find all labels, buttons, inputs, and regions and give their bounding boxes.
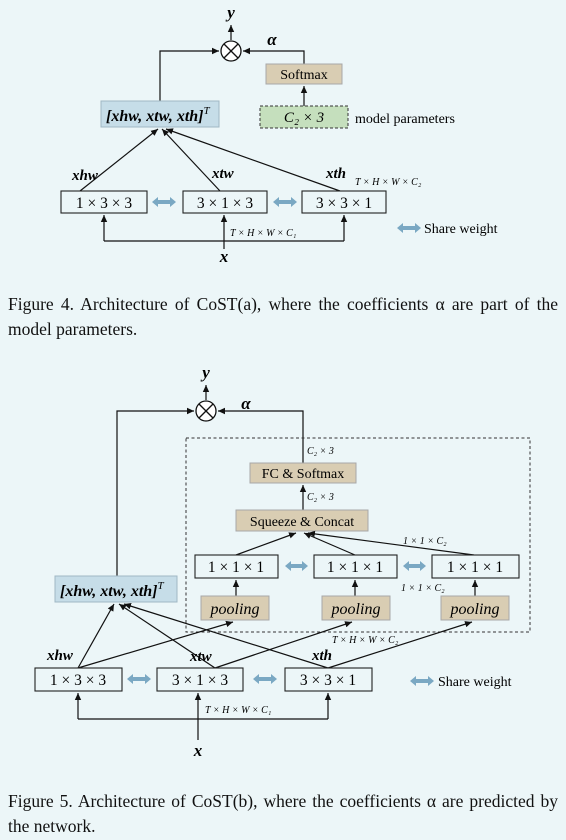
fig5-fc-softmax-box xyxy=(249,462,357,484)
fig4-share-weight-icon-2 xyxy=(273,197,297,207)
fig4-vector-superscript: T xyxy=(204,105,211,117)
fig5-pool2-label: pooling xyxy=(331,601,381,618)
fig4-xth-label: xth xyxy=(325,166,346,182)
fig5-conv-th-box xyxy=(284,667,373,692)
fig5-fc3-label: 1 × 1 × 1 xyxy=(447,559,503,576)
fig5-conv-tw-label: 3 × 1 × 3 xyxy=(172,672,228,689)
fig5-fc3-box xyxy=(431,554,520,579)
fig5-conv-hw-label: 1 × 3 × 3 xyxy=(50,672,106,689)
fig5-conv-tw-box xyxy=(156,667,244,692)
fig4-parameter-label: C₂ × 3 xyxy=(284,110,324,126)
fig4-multiply-node xyxy=(220,40,242,62)
fig5-fc-dim-top-right-label: 1 × 1 × C₂ xyxy=(403,536,447,547)
fig5-pool3-label: pooling xyxy=(450,601,500,618)
fig5-fc1-label: 1 × 1 × 1 xyxy=(208,559,264,576)
fig5-predictor-region xyxy=(185,437,531,633)
fig5-share-weight-icon-fc-2 xyxy=(403,561,426,571)
fig5-legend-share-label: Share weight xyxy=(438,675,512,690)
fig4-output-dim-label: T × H × W × C₂ xyxy=(355,177,422,188)
fig4-softmax-box xyxy=(265,63,343,85)
fig5-share-weight-icon-fc-1 xyxy=(285,561,308,571)
fig5-xhw-label: xhw xyxy=(46,648,74,664)
fig5-output-dim-label: T × H × W × C₂ xyxy=(332,635,399,646)
fig4-conv-th-box xyxy=(301,190,387,214)
fig4-alpha-label: α xyxy=(267,30,277,49)
fig4-conv-th-label: 3 × 3 × 1 xyxy=(316,195,372,212)
fig4-legend-share-label: Share weight xyxy=(424,222,498,237)
figure-4: y α Softmax C₂ × 3 model parameters [xhw… xyxy=(60,3,498,266)
figure-4-caption: Figure 4. Architecture of CoST(a), where… xyxy=(8,294,558,339)
fig5-fc-dim-top-label: C₂ × 3 xyxy=(307,446,334,457)
fig5-share-weight-icon-1 xyxy=(127,674,151,684)
fig5-output-label: y xyxy=(200,363,210,382)
fig5-vector-box xyxy=(54,575,178,603)
fig5-squeeze-concat-box xyxy=(235,509,369,532)
fig5-fc2-box xyxy=(313,554,398,579)
fig5-conv-th-label: 3 × 3 × 1 xyxy=(300,672,356,689)
fig5-input-dim-label: T × H × W × C₁ xyxy=(205,705,271,716)
figure-5: y α C₂ × 3 FC & Softmax C₂ × 3 Squeeze &… xyxy=(34,363,531,760)
fig4-xtw-label: xtw xyxy=(211,166,235,182)
fig4-conv-hw-label: 1 × 3 × 3 xyxy=(76,195,132,212)
fig5-fc-dim-mid-label: C₂ × 3 xyxy=(307,492,334,503)
fig5-xtw-label: xtw xyxy=(189,649,213,665)
fig5-vector-superscript: T xyxy=(158,580,165,592)
fig5-vector-label: [xhw, xtw, xth]T xyxy=(60,580,165,600)
fig4-model-parameters-label: model parameters xyxy=(355,112,455,127)
fig5-multiply-node xyxy=(195,400,217,422)
fig5-alpha-label: α xyxy=(241,394,251,413)
fig4-share-weight-icon-1 xyxy=(152,197,176,207)
fig5-pool2-box xyxy=(321,595,391,621)
fig4-legend-share-icon xyxy=(397,223,421,233)
fig4-vector-label: [xhw, xtw, xth]T xyxy=(106,105,211,125)
fig5-squeeze-concat-label: Squeeze & Concat xyxy=(250,515,354,530)
fig5-fc-softmax-label: FC & Softmax xyxy=(262,467,344,482)
fig5-input-label: x xyxy=(193,741,203,760)
fig4-conv-hw-box xyxy=(60,190,148,214)
fig5-legend-share-icon xyxy=(410,676,434,686)
fig4-softmax-label: Softmax xyxy=(280,68,327,83)
fig4-vector-box xyxy=(100,100,220,128)
fig5-pool1-box xyxy=(200,595,270,621)
fig4-input-label: x xyxy=(219,247,229,266)
figure-5-caption: Figure 5. Architecture of CoST(b), where… xyxy=(8,791,558,836)
fig4-input-dim-label: T × H × W × C₁ xyxy=(230,228,296,239)
fig5-conv-hw-box xyxy=(34,667,123,692)
fig5-fc-dim-bottom-label: 1 × 1 × C₂ xyxy=(401,583,445,594)
fig4-conv-tw-label: 3 × 1 × 3 xyxy=(197,195,253,212)
fig4-parameter-box xyxy=(259,105,349,129)
fig4-xhw-label: xhw xyxy=(71,168,99,184)
fig5-xth-label: xth xyxy=(311,648,332,664)
fig4-conv-tw-box xyxy=(182,190,268,214)
fig5-fc1-box xyxy=(194,554,279,579)
fig5-pool1-label: pooling xyxy=(210,601,260,618)
fig5-pool3-box xyxy=(440,595,510,621)
fig4-output-label: y xyxy=(225,3,235,22)
fig5-fc2-label: 1 × 1 × 1 xyxy=(327,559,383,576)
fig5-share-weight-icon-2 xyxy=(253,674,277,684)
